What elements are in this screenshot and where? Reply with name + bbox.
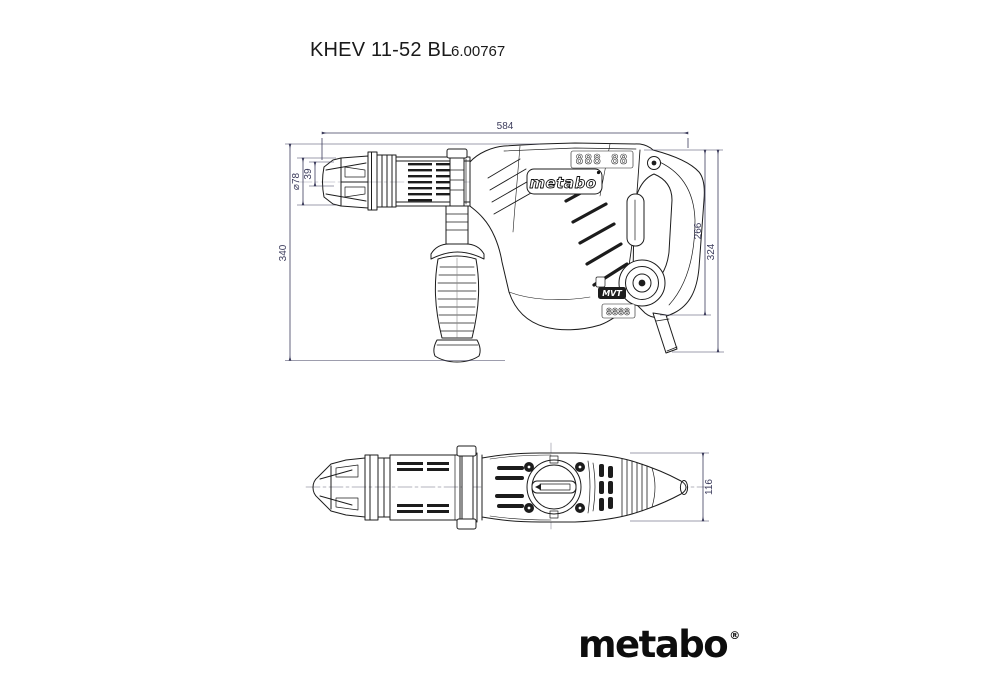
mode-dial-side (618, 259, 666, 307)
svg-text:340: 340 (278, 244, 289, 261)
svg-text:116: 116 (704, 479, 715, 495)
main-body-side (469, 142, 705, 354)
display-top (570, 150, 634, 169)
top-grille-left (495, 466, 524, 508)
svg-text:324: 324 (706, 243, 717, 260)
power-cord (652, 312, 678, 354)
chuck-top (312, 454, 391, 521)
grip-ridges (437, 257, 477, 338)
brand-badge-label: metabo (529, 174, 596, 192)
housing-screws (524, 462, 585, 513)
mode-dial-top (526, 455, 582, 519)
brand-badge (526, 168, 603, 195)
handle-clamp-top (456, 445, 483, 530)
main-body-top (481, 452, 689, 523)
display-bottom-digits: 8888 (606, 307, 630, 318)
side-handle (430, 148, 485, 363)
dimension-266: 266 (644, 149, 723, 316)
dimension-116: 116 (630, 452, 715, 522)
top-vents-right (599, 464, 613, 511)
vibration-badge-label: MVT (602, 289, 622, 298)
dimension-584: 584 (321, 121, 689, 160)
svg-text:266: 266 (693, 222, 704, 239)
barrel-top (389, 454, 461, 521)
display-bottom-frame (601, 303, 636, 319)
tail-ribs (621, 458, 648, 517)
svg-text:39: 39 (303, 168, 314, 180)
dimension-39: 39 (303, 161, 334, 187)
dimension-d78: ⌀78 (291, 157, 336, 206)
dimension-324: 324 (672, 149, 724, 353)
cord-boot-end (679, 480, 689, 495)
page-title-model: KHEV 11-52 BL (310, 39, 453, 61)
top-view-drawing (305, 442, 713, 533)
svg-text:⌀78: ⌀78 (291, 172, 302, 190)
dimension-annotations: 584 340 ⌀78 39 (278, 121, 724, 522)
metabo-logo-text: metabo (578, 623, 729, 666)
trigger (626, 193, 645, 247)
vent-slots-side (408, 163, 456, 202)
registered-trademark-icon: ® (729, 629, 741, 642)
svg-text:584: 584 (497, 121, 514, 132)
display-top-digits: 888 88 (576, 153, 629, 168)
handle-screw (647, 156, 661, 170)
dimension-340: 340 (278, 143, 540, 361)
side-view-drawing: metabo 888 88 8888 MVT (297, 142, 705, 363)
metabo-logo: metabo® (578, 626, 740, 663)
front-vent-lines (487, 158, 539, 215)
order-number: 6.00767 (451, 43, 506, 60)
vibration-badge (598, 287, 626, 299)
chuck-side (322, 151, 397, 211)
